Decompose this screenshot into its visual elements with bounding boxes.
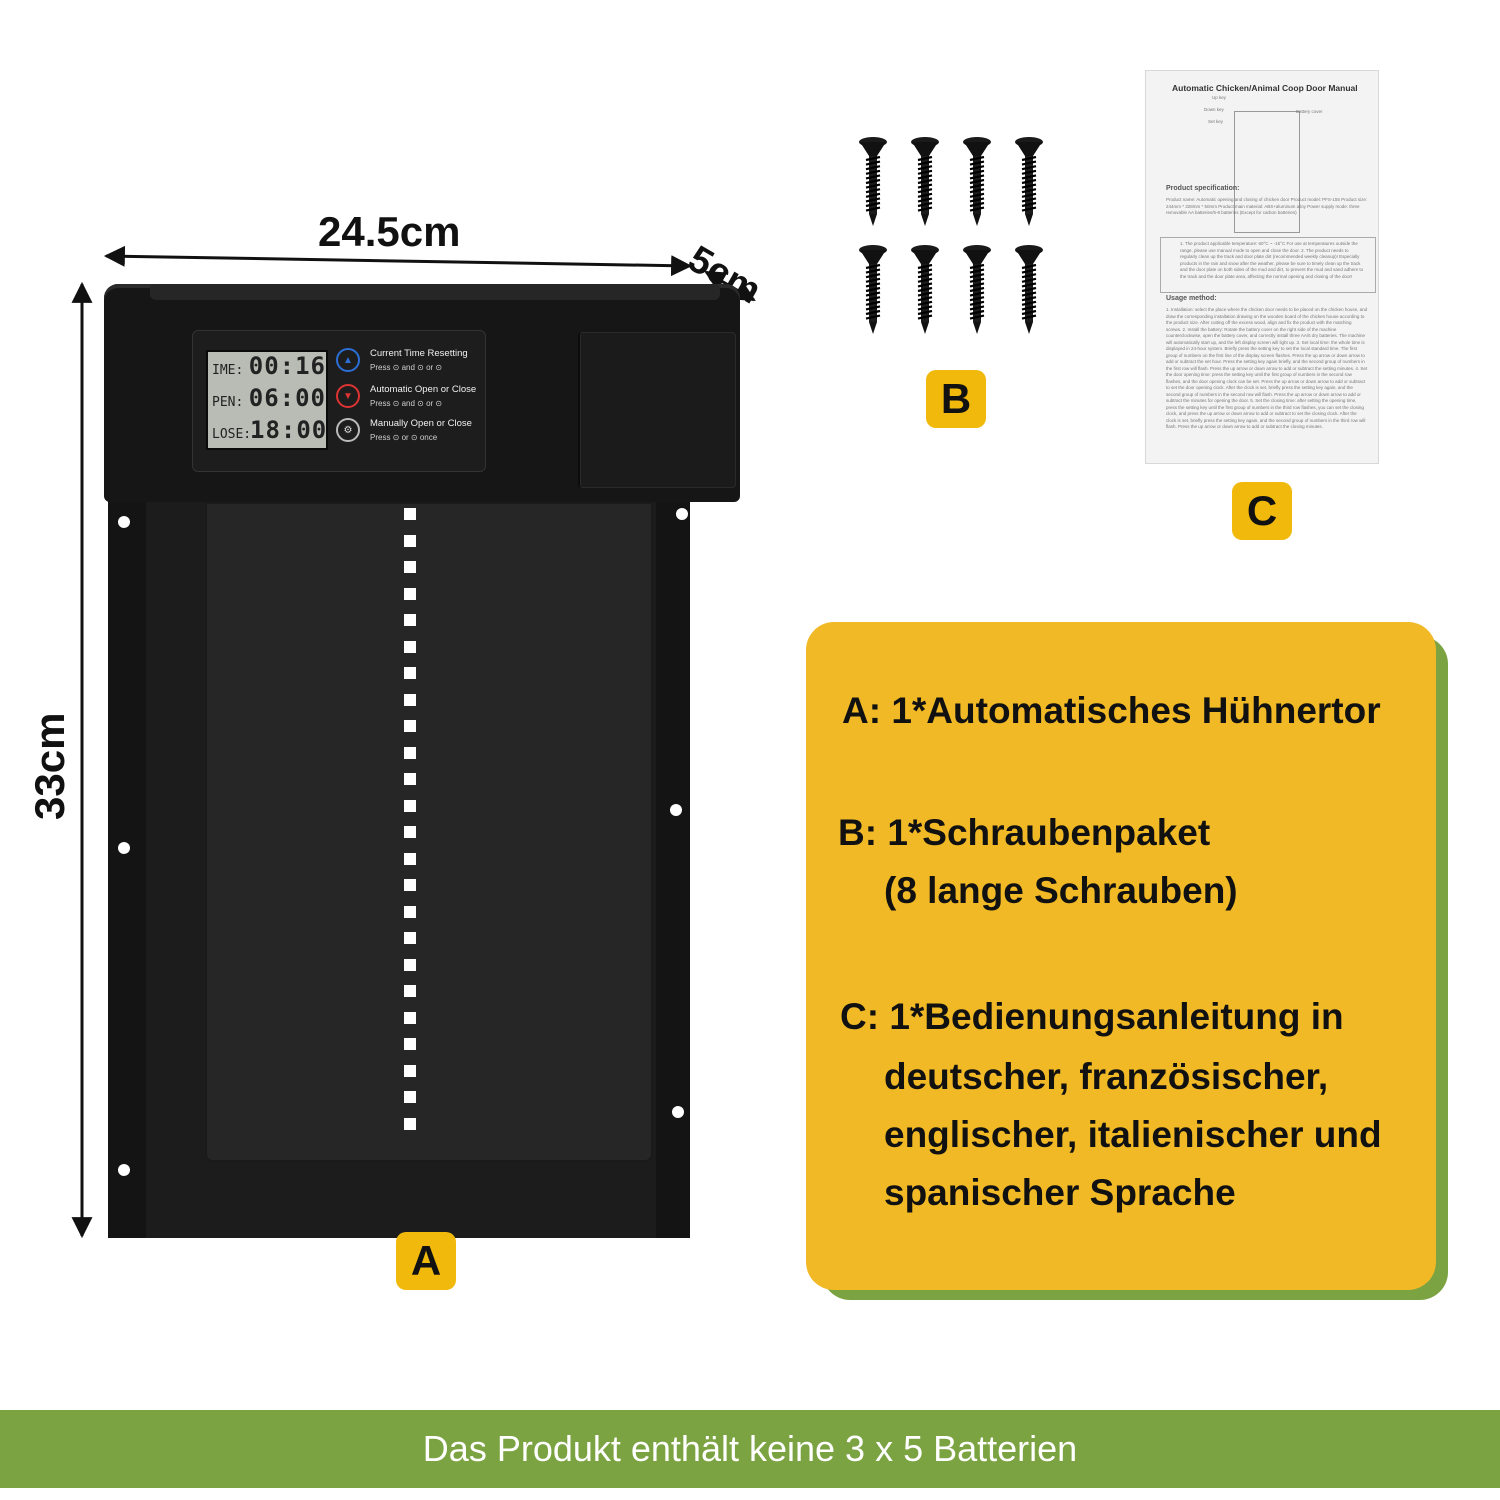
mount-hole (118, 516, 130, 528)
manual-usage-heading: Usage method: (1166, 295, 1217, 302)
up-arrow-icon: ▲ (336, 348, 360, 372)
led-light (404, 799, 416, 812)
led-light (404, 720, 416, 732)
led-light (404, 1038, 416, 1050)
screw-icon (1014, 136, 1044, 226)
contents-line-c3: englischer, italienischer und (884, 1114, 1382, 1155)
badge-b: B (926, 370, 986, 428)
led-light (404, 1117, 416, 1130)
panel-row-time: ▲ Current Time Resetting Press ⊙ and ⊙ o… (336, 348, 468, 372)
panel-row-title: Automatic Open or Close (370, 384, 477, 395)
lcd-row-close: LOSE: 18:00 (208, 416, 326, 448)
led-light (404, 508, 416, 520)
led-light (404, 746, 416, 759)
led-light (404, 1011, 416, 1024)
manual-sheet: Automatic Chicken/Animal Coop Door Manua… (1145, 70, 1379, 464)
gear-icon: ⚙ (336, 418, 360, 442)
led-light (404, 534, 416, 547)
screw-icon (962, 244, 992, 334)
panel-row-sub: Press ⊙ and ⊙ or ⊙ (370, 399, 443, 408)
badge-c: C (1232, 482, 1292, 540)
led-light (404, 958, 416, 971)
width-label: 24.5cm (318, 208, 461, 255)
footer-text: Das Produkt enthält keine 3 x 5 Batterie… (422, 1428, 1078, 1469)
door-housing-lip (150, 284, 720, 300)
manual-title: Automatic Chicken/Animal Coop Door Manua… (1172, 83, 1358, 93)
lcd-display: IME: 00:16 PEN: 06:00 LOSE: 18:00 (206, 350, 328, 450)
led-light (404, 640, 416, 653)
manual-warning-text: 1. The product applicable temperature: 6… (1180, 241, 1364, 279)
contents-line-c1: C: 1*Bedienungsanleitung in (840, 996, 1344, 1037)
panel-row-sub: Press ⊙ or ⊙ once (370, 433, 438, 442)
mount-hole (118, 1164, 130, 1176)
manual-label: Set key (1208, 119, 1224, 124)
led-light (404, 826, 416, 838)
battery-cover (578, 332, 736, 488)
led-light (404, 693, 416, 706)
led-light (404, 1064, 416, 1077)
height-label: 33cm (26, 712, 73, 820)
led-light (404, 561, 416, 573)
lcd-label: PEN: (212, 395, 244, 410)
led-light (404, 773, 416, 785)
lcd-label: IME: (212, 363, 244, 378)
down-arrow-icon: ▼ (336, 384, 360, 408)
contents-line-a: A: 1*Automatisches Hühnertor (842, 690, 1381, 731)
lcd-value: 06:00 (248, 384, 326, 412)
lcd-row-open: PEN: 06:00 (208, 384, 326, 416)
panel-row-sub: Press ⊙ and ⊙ or ⊙ (370, 363, 443, 372)
mount-hole (676, 508, 688, 520)
manual-label: Battery cover (1296, 109, 1323, 114)
led-light (404, 614, 416, 626)
lcd-label: LOSE: (212, 427, 252, 442)
manual-warning-box (1160, 237, 1376, 293)
led-light (404, 1091, 416, 1103)
led-light (404, 905, 416, 918)
door-rail-left (108, 500, 146, 1238)
width-arrow (103, 245, 693, 277)
door-plate (205, 502, 653, 1162)
manual-label: Down key (1204, 107, 1224, 112)
screw-icon (858, 244, 888, 334)
led-light (404, 667, 416, 679)
badge-a: A (396, 1232, 456, 1290)
lcd-value: 18:00 (250, 416, 328, 444)
lcd-row-time: IME: 00:16 (208, 352, 326, 384)
panel-row-auto: ▼ Automatic Open or Close Press ⊙ and ⊙ … (336, 384, 476, 408)
panel-row-manual: ⚙ Manually Open or Close Press ⊙ or ⊙ on… (336, 418, 472, 442)
contents-line-b2: (8 lange Schrauben) (884, 870, 1238, 911)
led-light (404, 985, 416, 997)
screw-icon (962, 136, 992, 226)
door-rail-right (656, 500, 690, 1238)
led-light (404, 587, 416, 600)
led-light (404, 932, 416, 944)
lcd-value: 00:16 (248, 352, 326, 380)
mount-hole (672, 1106, 684, 1118)
mount-hole (670, 804, 682, 816)
contents-line-c4: spanischer Sprache (884, 1172, 1236, 1213)
screw-icon (910, 244, 940, 334)
footer-banner: Das Produkt enthält keine 3 x 5 Batterie… (0, 1410, 1500, 1488)
led-light (404, 879, 416, 891)
contents-box (806, 622, 1436, 1290)
screw-icon (1014, 244, 1044, 334)
screw-icon (858, 136, 888, 226)
panel-row-title: Current Time Resetting (370, 348, 468, 359)
manual-spec-text: Product name: Automatic opening and clos… (1166, 197, 1368, 215)
contents-line-c2: deutscher, französischer, (884, 1056, 1329, 1097)
manual-label: Up key (1212, 95, 1227, 100)
manual-diagram (1234, 111, 1300, 233)
panel-row-title: Manually Open or Close (370, 418, 472, 429)
contents-line-b1: B: 1*Schraubenpaket (838, 812, 1211, 853)
manual-spec-heading: Product specification: (1166, 185, 1240, 192)
manual-usage-text: 1. Installation: select the place where … (1166, 307, 1368, 429)
led-light (404, 852, 416, 865)
mount-hole (118, 842, 130, 854)
screw-icon (910, 136, 940, 226)
